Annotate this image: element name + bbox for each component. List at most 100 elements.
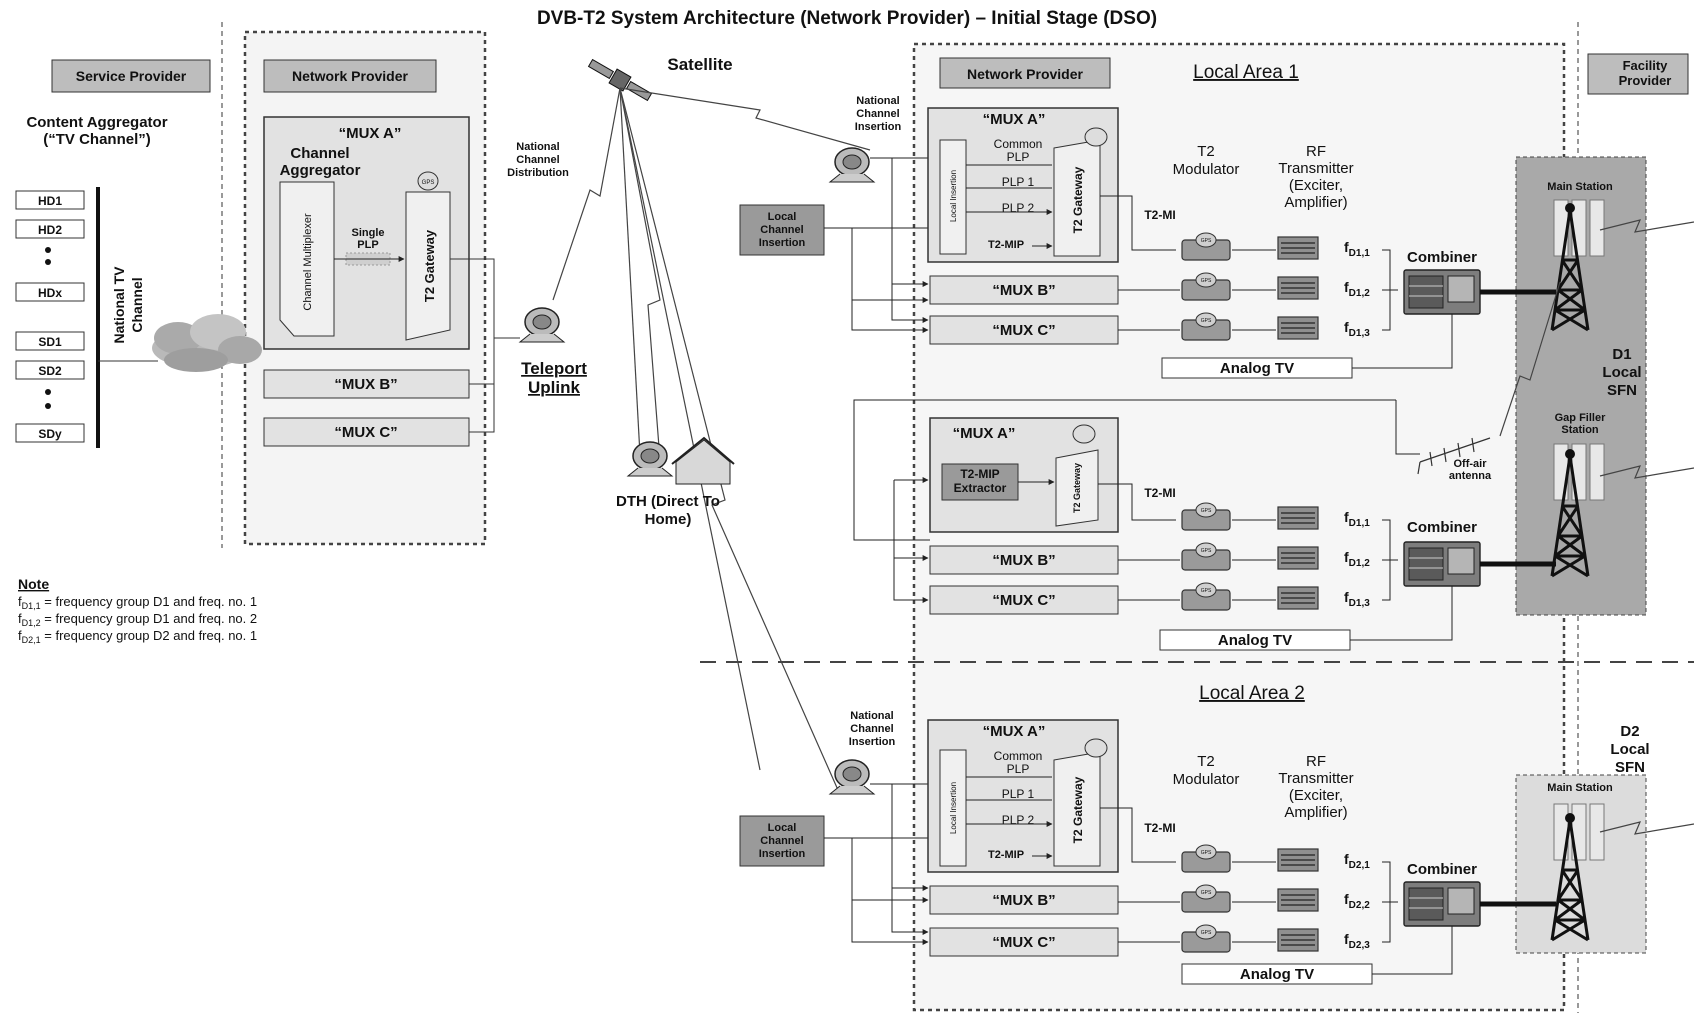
mux-a-label-left: “MUX A” xyxy=(339,125,402,142)
mux-b-box-1 xyxy=(929,275,1119,305)
mux-b-box-left xyxy=(263,369,470,399)
local-area-1-label: Local Area 1 xyxy=(1193,62,1299,83)
mux-c-label-left: “MUX C” xyxy=(334,424,397,441)
combiner-icon xyxy=(1403,541,1481,587)
mux-c-label-2: “MUX C” xyxy=(992,592,1055,609)
t2-gateway-label-left: T2 Gateway xyxy=(422,229,437,302)
t2-mip-label-3: T2-MIP xyxy=(988,849,1024,861)
note-heading: Note xyxy=(18,576,49,592)
local-insertion-block-1 xyxy=(939,139,967,255)
t2-gateway-label-1: T2 Gateway xyxy=(1071,166,1085,233)
mux-b-label-3: “MUX B” xyxy=(992,892,1055,909)
satellite-icon xyxy=(587,58,653,102)
d2-station-panel xyxy=(1515,774,1647,954)
facility-provider-box xyxy=(1587,53,1689,95)
input-hd2: HD2 xyxy=(38,223,62,237)
dth-dish-icon xyxy=(627,441,673,477)
rf-transmitter-icon xyxy=(1277,316,1319,340)
rf-transmitter-icon xyxy=(1277,586,1319,610)
plp1-label-1: PLP 1 xyxy=(1002,175,1035,189)
content-aggregator-label: Content Aggregator(“TV Channel”) xyxy=(26,114,167,148)
t2-gateway-label-2: T2 Gateway xyxy=(1072,463,1082,513)
input-sdy: SDy xyxy=(38,427,62,441)
mux-c-label-3: “MUX C” xyxy=(992,934,1055,951)
service-provider-label: Service Provider xyxy=(76,68,187,84)
combiner-label-2: Combiner xyxy=(1407,519,1477,536)
analog-tv-label-3: Analog TV xyxy=(1240,966,1314,983)
gps-icon xyxy=(417,171,439,191)
service-provider-box xyxy=(51,59,211,93)
t2-gateway-block-2 xyxy=(1055,449,1099,527)
channel-multiplexer-label: Channel Multiplexer xyxy=(302,213,314,311)
main-station-label-2: Main Station xyxy=(1547,782,1613,794)
t2-mi-label-1: T2-MI xyxy=(1144,208,1175,222)
local-insertion-label-1: Local Insertion xyxy=(949,170,958,222)
mux-a-label-2: “MUX A” xyxy=(953,425,1016,442)
national-insertion-dish-icon xyxy=(829,147,875,183)
combiner-icon xyxy=(1403,269,1481,315)
rf-transmitter-icon xyxy=(1277,276,1319,300)
t2-gateway-block-1 xyxy=(1053,139,1101,257)
off-air-antenna-icon xyxy=(1417,437,1491,475)
diagram-title: DVB-T2 System Architecture (Network Prov… xyxy=(537,8,1157,29)
local-area-2-label: Local Area 2 xyxy=(1199,683,1305,704)
plp2-label-3: PLP 2 xyxy=(1002,813,1035,827)
plp1-label-3: PLP 1 xyxy=(1002,787,1035,801)
rf-transmitter-icon xyxy=(1277,546,1319,570)
rf-transmitter-icon xyxy=(1277,928,1319,952)
t2-gateway-block-3 xyxy=(1053,751,1101,867)
satellite-label: Satellite xyxy=(667,55,732,74)
mux-c-label-1: “MUX C” xyxy=(992,322,1055,339)
mux-c-box-2 xyxy=(929,585,1119,615)
analog-tv-label-2: Analog TV xyxy=(1218,632,1292,649)
house-icon xyxy=(671,436,735,485)
rf-transmitter-icon xyxy=(1277,848,1319,872)
mux-b-label-2: “MUX B” xyxy=(992,552,1055,569)
rf-transmitter-icon xyxy=(1277,236,1319,260)
local-insertion-label-3: Local Insertion xyxy=(949,782,958,834)
t2-gateway-block-left xyxy=(405,191,451,341)
svg-text:fD1,2 = frequency group D1 and: fD1,2 = frequency group D1 and freq. no.… xyxy=(18,611,257,628)
network-provider-box-left xyxy=(263,59,437,93)
channel-inputs: HD1 HD2 HDx SD1 SD2 SDy xyxy=(15,190,85,443)
local-channel-insertion-box-1 xyxy=(739,204,825,256)
combiner-icon xyxy=(1403,881,1481,927)
input-sd2: SD2 xyxy=(38,364,62,378)
mux-b-box-3 xyxy=(929,885,1119,915)
t2-mip-label-1: T2-MIP xyxy=(988,239,1024,251)
satellite-links xyxy=(552,87,871,791)
svg-text:fD1,1 = frequency group D1 and: fD1,1 = frequency group D1 and freq. no.… xyxy=(18,594,257,611)
main-station-label-1: Main Station xyxy=(1547,181,1613,193)
cloud-icon xyxy=(152,314,262,372)
channel-multiplexer-block xyxy=(279,181,335,337)
t2-gateway-label-3: T2 Gateway xyxy=(1071,776,1085,843)
input-sd1: SD1 xyxy=(38,335,62,349)
mux-c-box-left xyxy=(263,417,470,447)
national-insertion-dish-icon xyxy=(829,759,875,795)
rf-transmitter-icon xyxy=(1277,506,1319,530)
input-hd1: HD1 xyxy=(38,194,62,208)
input-hdx: HDx xyxy=(38,286,62,300)
network-provider-label-right: Network Provider xyxy=(967,66,1083,82)
local-insertion-block-3 xyxy=(939,749,967,867)
t2-mi-label-2: T2-MI xyxy=(1144,486,1175,500)
